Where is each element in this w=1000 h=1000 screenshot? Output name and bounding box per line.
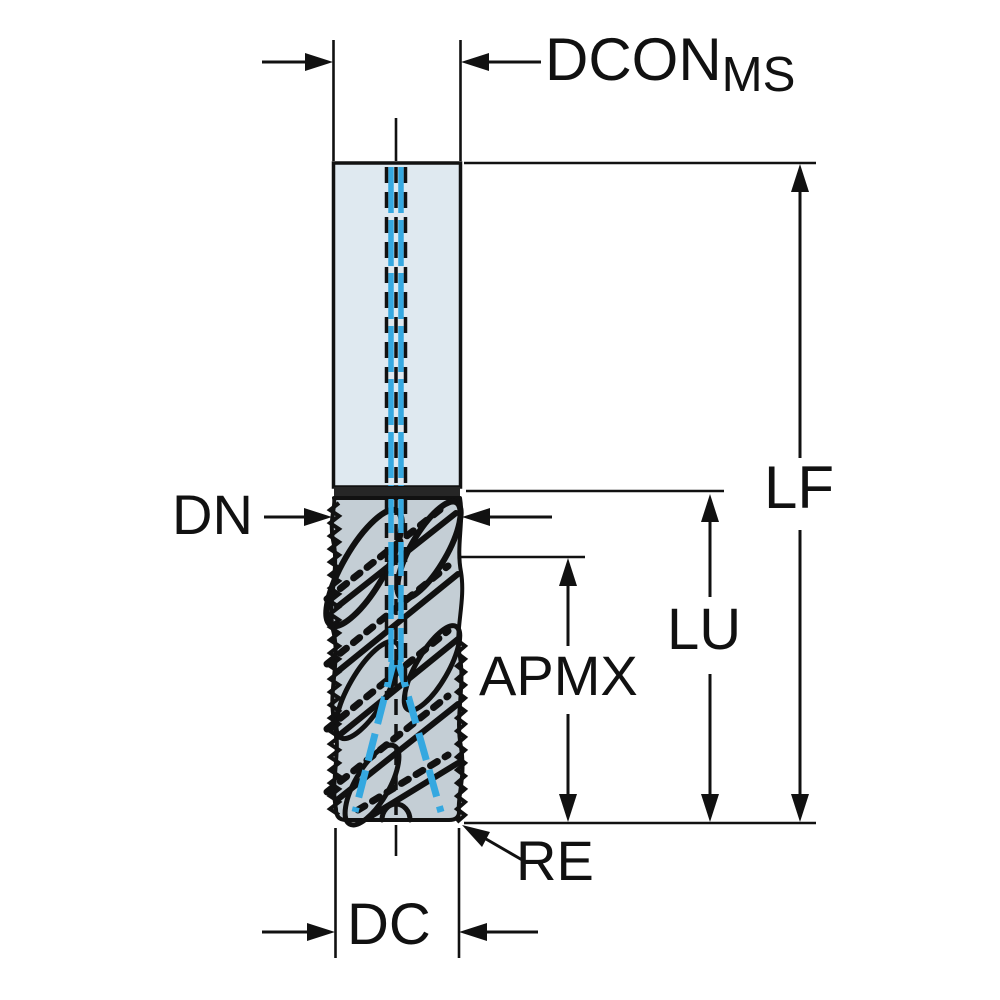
end-mill-tool	[323, 118, 469, 856]
flute-serration	[354, 751, 452, 814]
flute-land-ellipse	[401, 623, 463, 713]
arrow-down-icon	[791, 794, 809, 822]
label-dc: DC	[347, 892, 431, 957]
arrow-left-icon	[462, 508, 490, 526]
arrow-right-icon	[307, 923, 335, 941]
flute-serration	[323, 692, 452, 796]
label-dcon-subscript: MS	[721, 46, 796, 102]
flute-helix-line	[334, 571, 461, 675]
arrow-up-icon	[701, 494, 719, 522]
arrow-left-icon	[459, 923, 487, 941]
dimension-annotations	[262, 40, 816, 958]
arrow-right-icon	[305, 53, 333, 71]
label-re: RE	[516, 829, 594, 892]
label-lf: LF	[764, 454, 835, 521]
arrow-up-left-icon	[462, 825, 490, 847]
flute-coolant-channels	[351, 499, 445, 818]
end-tooth-arch	[379, 801, 413, 823]
label-apmx: APMX	[479, 644, 638, 707]
coolant-split-right	[394, 659, 445, 813]
arrow-down-icon	[559, 794, 577, 822]
arrow-right-icon	[304, 508, 332, 526]
label-dn: DN	[172, 483, 253, 546]
coolant-split-left	[351, 659, 398, 813]
label-lu: LU	[667, 597, 742, 662]
serrated-left-edge	[326, 501, 343, 817]
serrated-right-edge	[453, 638, 469, 824]
label-dcon-main: DCON	[545, 26, 722, 93]
arrow-up-icon	[791, 164, 809, 192]
re-leader-line	[485, 837, 525, 863]
arrow-up-icon	[559, 558, 577, 586]
arrow-down-icon	[701, 794, 719, 822]
shank-flute-transition-band	[334, 487, 460, 498]
shank-coolant-channel	[384, 167, 408, 486]
label-dcon: DCONMS	[545, 30, 795, 99]
flute-serration	[323, 562, 452, 668]
arrow-left-icon	[461, 53, 489, 71]
